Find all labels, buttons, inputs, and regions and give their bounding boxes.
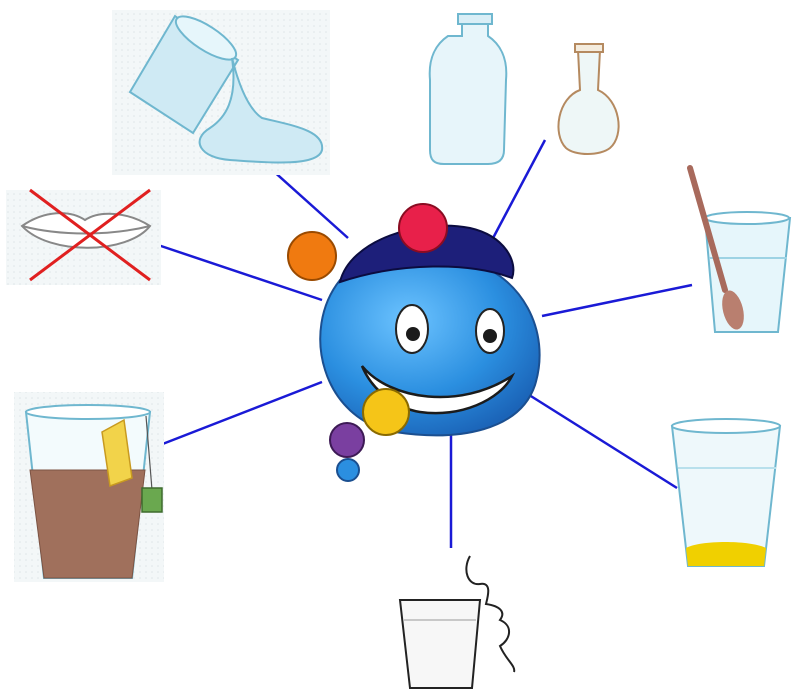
orange-ball [288, 232, 336, 280]
crossed-lips-icon [6, 190, 161, 285]
bottle-and-flask-icon [430, 14, 619, 164]
connector-glass-spoon [542, 285, 692, 316]
connector-tea-glass [160, 382, 322, 445]
purple-bubble [330, 423, 364, 457]
yellow-bubble [363, 389, 409, 435]
left-pupil [406, 327, 420, 341]
tea-glass-icon [14, 392, 164, 582]
glass-with-spoon-icon [690, 168, 790, 332]
right-pupil [483, 329, 497, 343]
water-drop-mascot [288, 204, 540, 481]
spilled-water-icon [112, 9, 330, 175]
connector-sediment-glass [526, 393, 677, 488]
glass-with-yellow-sediment-icon [672, 419, 780, 566]
glass-with-nose-icon [400, 556, 514, 688]
cap-pompom [399, 204, 447, 252]
blue-bubble [337, 459, 359, 481]
